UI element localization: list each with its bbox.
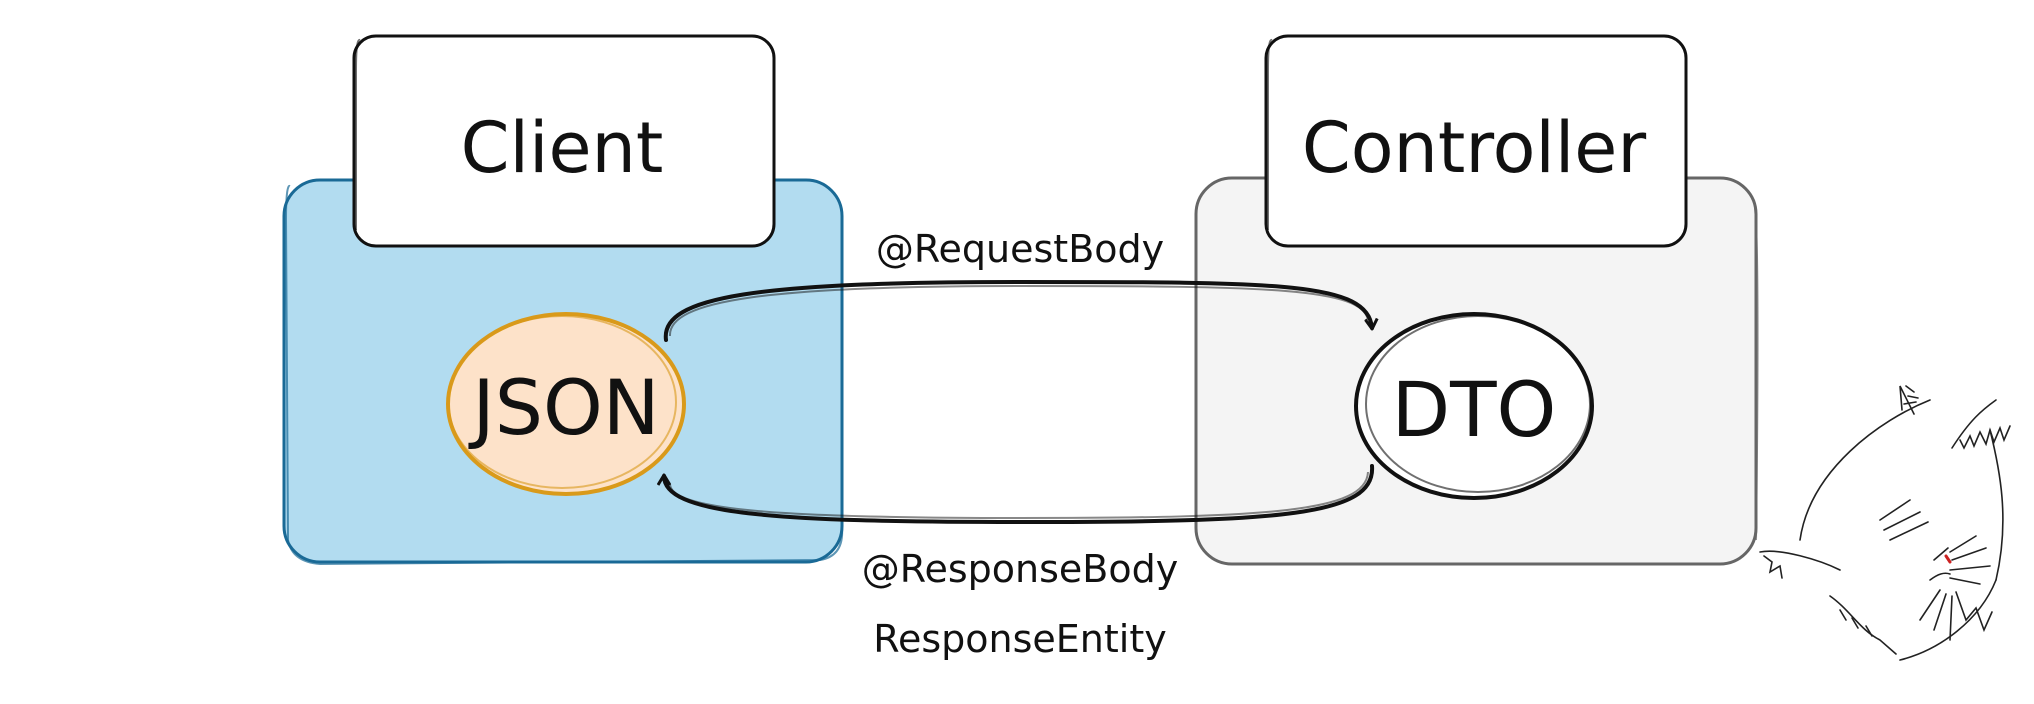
json-node: JSON	[446, 312, 686, 496]
sleeping-cat-icon	[1759, 385, 2011, 661]
json-label: JSON	[468, 363, 659, 452]
client-title-box: Client	[352, 34, 776, 248]
controller-label: Controller	[1302, 107, 1647, 189]
client-label: Client	[461, 107, 664, 189]
response-arrow	[664, 464, 1375, 525]
request-arrow	[663, 279, 1372, 342]
dto-label: DTO	[1392, 365, 1557, 454]
response-entity-label: ResponseEntity	[873, 617, 1166, 661]
request-body-label: @RequestBody	[876, 227, 1164, 271]
response-body-label: @ResponseBody	[862, 547, 1178, 591]
dto-node: DTO	[1354, 312, 1594, 500]
controller-title-box: Controller	[1264, 34, 1688, 248]
